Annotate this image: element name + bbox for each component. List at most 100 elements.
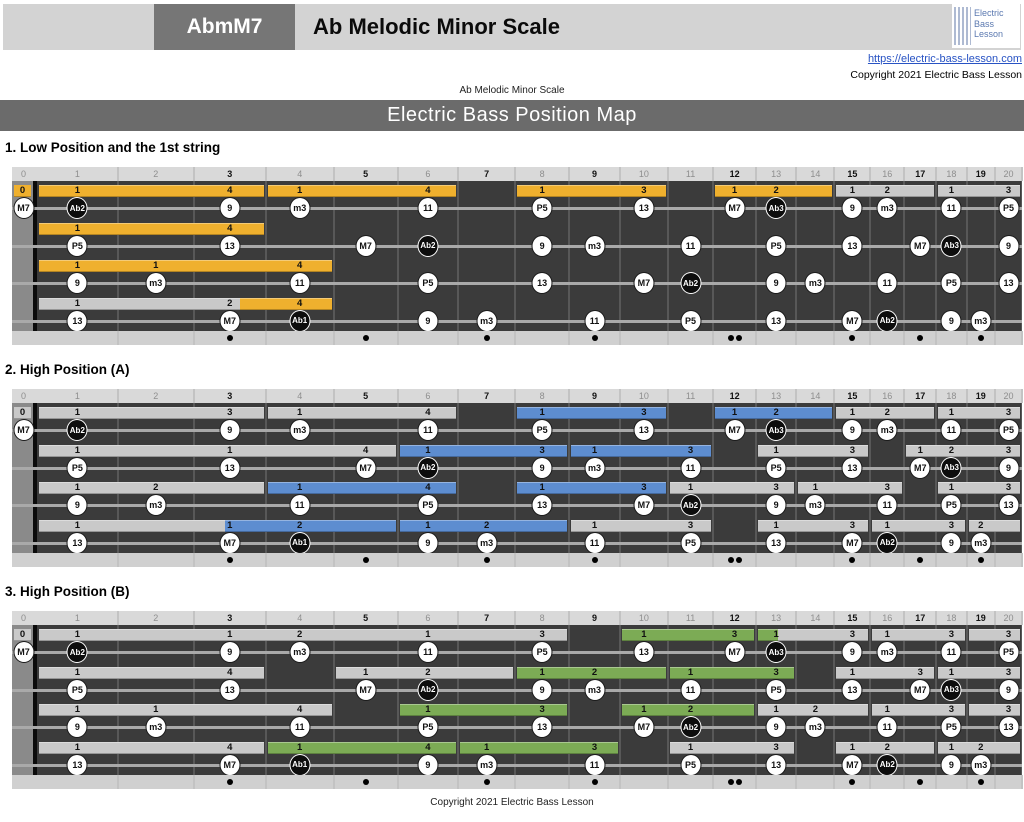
note-circle: 13: [765, 309, 787, 331]
fret-wire: [264, 181, 267, 331]
fret-wire: [396, 181, 399, 331]
finger-bar: [938, 741, 1020, 754]
note-circle: 13: [841, 678, 863, 701]
note-circle: m3: [289, 197, 311, 219]
banner-title: Electric Bass Position Map: [0, 100, 1024, 131]
finger-number: 2: [948, 444, 955, 456]
note-circle: m3: [876, 419, 898, 441]
fret-wire: [192, 181, 195, 331]
finger-bar: [39, 741, 264, 754]
finger-number: 1: [884, 629, 890, 640]
finger-number: 1: [773, 629, 779, 640]
marker-dot: [977, 557, 984, 563]
fret-divider: [994, 553, 997, 567]
fret-wire: [396, 625, 399, 775]
fret-wire: [396, 403, 399, 553]
finger-number: 3: [539, 444, 545, 456]
finger-bar: [938, 185, 1020, 197]
note-circle: 11: [289, 494, 311, 516]
finger-number: 1: [773, 704, 779, 715]
note-circle: m3: [476, 309, 498, 331]
fret-number: 6: [425, 613, 431, 623]
finger-number: 1: [153, 704, 159, 715]
fret-wire: [618, 625, 621, 775]
finger-number: 3: [539, 704, 545, 715]
fret-divider: [568, 611, 571, 625]
fret-number: 19: [975, 613, 986, 623]
finger-number: 1: [884, 519, 890, 531]
fret-divider: [116, 553, 119, 567]
fret-divider: [833, 611, 836, 625]
note-circle: 13: [219, 234, 241, 257]
finger-bar: [39, 629, 229, 641]
marker-strip: [12, 331, 1023, 345]
fret-divider: [396, 775, 399, 789]
fret-divider: [994, 775, 997, 789]
fret-wire: [795, 403, 798, 553]
finger-bar: [119, 704, 332, 716]
root-note-circle: Ab1: [289, 531, 311, 553]
fret-number: 6: [425, 169, 431, 179]
note-circle: M7: [724, 197, 746, 219]
fret-divider: [833, 553, 836, 567]
finger-bar: [399, 629, 568, 641]
fret-divider: [116, 775, 119, 789]
fret-number: 2: [153, 169, 159, 179]
fret-divider: [935, 553, 938, 567]
string-line: [12, 244, 1022, 248]
note-circle: 9: [219, 419, 241, 441]
fret-divider: [618, 331, 621, 345]
root-note-circle: Ab2: [417, 456, 439, 479]
fret-divider: [903, 331, 906, 345]
marker-dot: [226, 335, 233, 341]
fret-number: 10: [638, 613, 649, 623]
fret-number: 5: [363, 391, 369, 401]
fret-wire: [935, 181, 938, 331]
finger-number: 2: [884, 407, 890, 418]
note-circle: 9: [417, 753, 439, 775]
finger-bar: [621, 704, 754, 716]
fret-divider: [332, 611, 335, 625]
note-circle: 9: [940, 531, 962, 553]
fret-divider: [264, 389, 267, 403]
marker-dot: [483, 335, 490, 341]
fret-number: 9: [591, 391, 598, 401]
fret-divider: [1021, 167, 1023, 181]
fret-wire: [754, 181, 757, 331]
fret-number: 1: [74, 169, 80, 179]
finger-number: 3: [773, 666, 779, 678]
marker-dot: [917, 779, 924, 785]
finger-bar: [517, 185, 666, 197]
marker-dot: [727, 335, 734, 341]
finger-bar: [836, 741, 935, 754]
fret-number: 4: [297, 169, 303, 179]
finger-number: 3: [773, 741, 779, 753]
fret-divider: [666, 167, 669, 181]
finger-number: 1: [153, 260, 159, 271]
fret-number: 5: [363, 169, 369, 179]
fret-wire: [795, 625, 798, 775]
note-circle: 11: [289, 716, 311, 738]
fret-number: 13: [771, 391, 782, 401]
note-circle: m3: [289, 419, 311, 441]
finger-bar: [757, 444, 869, 457]
fret-wire: [514, 181, 517, 331]
fret-divider: [568, 331, 571, 345]
fret-wire: [903, 403, 906, 553]
note-circle: 9: [765, 716, 787, 738]
note-circle: m3: [876, 197, 898, 219]
fret-wire: [994, 181, 997, 331]
logo-text: Electric Bass Lesson: [974, 4, 1004, 48]
nut-zone: [12, 403, 33, 553]
finger-number: 1: [948, 482, 955, 493]
fret-wire: [869, 625, 872, 775]
finger-bar: [968, 519, 1020, 532]
finger-bar: [39, 222, 264, 235]
fret-divider: [568, 389, 571, 403]
website-link[interactable]: https://electric-bass-lesson.com: [867, 53, 1022, 65]
fret-divider: [903, 775, 906, 789]
fret-divider: [869, 389, 872, 403]
fret-number: 1: [74, 391, 80, 401]
finger-number: 1: [687, 741, 694, 753]
finger-number: 3: [687, 444, 694, 456]
